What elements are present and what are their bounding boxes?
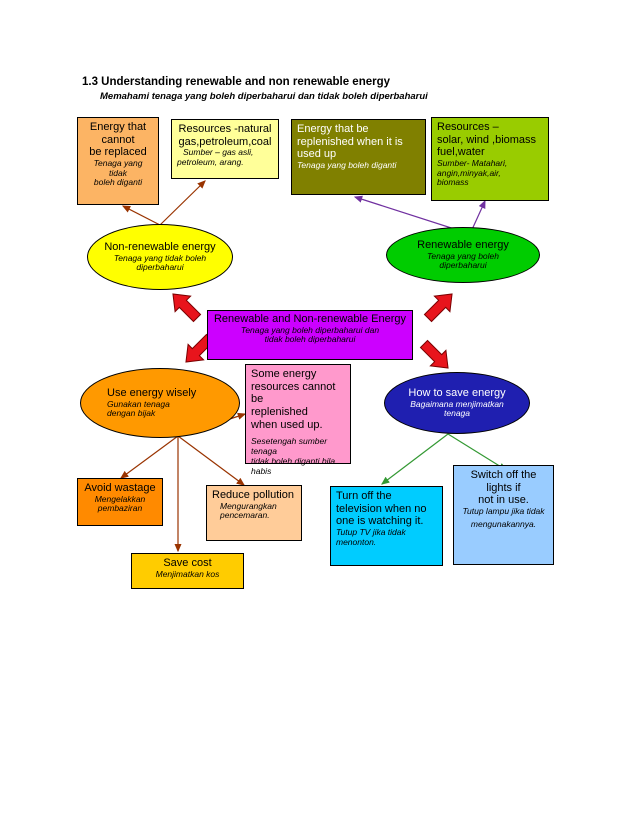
label-ms-2: mengunakannya.	[470, 518, 537, 529]
label-en: Save cost	[163, 557, 212, 569]
label-ms-2: pembaziran	[97, 503, 143, 514]
box-resources-renewable: Resources – solar, wind ,biomass fuel,wa…	[431, 117, 549, 201]
label-ms-2: diperbaharui	[439, 260, 487, 271]
label-en-2: lights if	[486, 481, 521, 494]
red-arrow-upleft	[172, 293, 202, 323]
label-ms-1: Tutup TV jika tidak	[336, 526, 406, 537]
label-en-1: Energy that	[89, 121, 147, 133]
label-ms-1: Gunakan tenaga	[107, 398, 170, 409]
label-en-1: Resources -natural	[178, 123, 272, 135]
box-some-energy: Some energy resources cannot be replenis…	[245, 364, 351, 475]
label-en: Use energy wisely	[107, 386, 197, 399]
label-ms-2: petroleum, arang.	[177, 157, 244, 168]
label-ms-2: tidak boleh diperbaharui	[264, 334, 356, 345]
label-ms-1: Mengurangkan	[220, 500, 277, 511]
ellipse-non-renewable: Non-renewable energy Tenaga yang tidak b…	[87, 224, 233, 290]
label-ms-1: Sumber- Matahari,	[437, 157, 508, 168]
label-en-1: Switch off the	[470, 469, 537, 481]
connector-howsave-to-switch	[447, 433, 508, 471]
connector-nonrenew-to-resources	[159, 180, 206, 226]
label-ms-2: menonton.	[336, 536, 377, 547]
label-ms-1: Sumber – gas asli,	[183, 147, 254, 158]
label-en-2: cannot	[101, 133, 135, 146]
label-en: How to save energy	[408, 386, 506, 399]
box-reduce-pollution: Reduce pollution Mengurangkan pencemaran…	[206, 485, 302, 541]
label-ms-1: Tenaga yang tidak boleh	[113, 252, 207, 263]
connector-howsave-to-tv	[381, 433, 449, 485]
label-en: Renewable and Non-renewable Energy	[213, 313, 406, 325]
label-en: Non-renewable energy	[104, 240, 216, 253]
label-en-2: replenished when it is	[297, 135, 403, 148]
label-ms-2: tidak	[109, 167, 127, 178]
label-en-2: resources cannot be	[251, 380, 336, 406]
label-en-1: Some energy	[251, 368, 317, 380]
label-ms-1: Sesetengah sumber tenaga	[251, 436, 328, 456]
box-center-topic: Renewable and Non-renewable Energy Tenag…	[207, 310, 413, 360]
label-ms-1: Tutup lampu jika tidak	[462, 505, 545, 516]
label-ms-1: Bagaimana menjimatkan	[410, 398, 504, 409]
red-arrow-downleft	[185, 333, 215, 363]
box-switch-off-lights: Switch off the lights if not in use. Tut…	[453, 465, 554, 565]
label-ms-1: Tenaga yang boleh diperbaharui dan	[240, 324, 380, 335]
connector-wisely-to-reduce	[177, 435, 245, 486]
label-en: Reduce pollution	[212, 489, 294, 501]
box-turn-off-tv: Turn off the television when no one is w…	[330, 486, 443, 566]
label-en-1: Turn off the	[336, 490, 392, 502]
label-en-3: replenished	[251, 405, 308, 418]
box-save-cost: Save cost Menjimatkan kos	[131, 553, 244, 589]
connector-wisely-to-avoid	[120, 435, 179, 479]
label-en-3: not in use.	[478, 494, 529, 507]
label-en-3: one is watching it.	[336, 515, 424, 528]
label-ms-2: dengan bijak	[107, 408, 156, 419]
label-en-1: Resources –	[437, 121, 499, 133]
label-ms-1: Tenaga yang	[93, 157, 143, 168]
page-subtitle: Memahami tenaga yang boleh diperbaharui …	[100, 91, 428, 102]
label-en: Avoid wastage	[84, 482, 156, 494]
label-en-3: used up	[297, 148, 337, 161]
box-avoid-wastage: Avoid wastage Mengelakkan pembaziran	[77, 478, 163, 526]
label-en-1: Energy that be	[297, 123, 369, 135]
box-energy-cannot-replace: Energy that cannot be replaced Tenaga ya…	[77, 117, 159, 205]
label-en: Renewable energy	[417, 238, 509, 251]
box-resources-natural: Resources -natural gas,petroleum,coal Su…	[171, 119, 279, 179]
label-en-2: gas,petroleum,coal	[178, 135, 272, 148]
ellipse-use-energy-wisely: Use energy wisely Gunakan tenaga dengan …	[80, 368, 240, 438]
label-ms-2: angin,minyak,air,	[437, 167, 501, 178]
label-ms-2: diperbaharui	[136, 262, 184, 273]
label-ms-2: pencemaran.	[220, 510, 270, 521]
page-title: 1.3 Understanding renewable and non rene…	[82, 76, 391, 88]
connector-nonrenew-to-cannot-replace	[121, 205, 161, 226]
ellipse-how-to-save-energy: How to save energy Bagaimana menjimatkan…	[384, 372, 530, 434]
label-ms-3: boleh diganti	[93, 177, 143, 188]
label-ms: Menjimatkan kos	[155, 568, 220, 579]
label-ms-2: tenaga	[444, 408, 470, 419]
label-ms-2: tidak boleh diganti bila habis	[251, 455, 336, 476]
label-ms-1: Tenaga yang boleh	[426, 250, 499, 261]
red-arrow-downright	[419, 339, 449, 369]
red-arrow-upright	[423, 293, 453, 323]
label-en-4: when used up.	[251, 418, 323, 431]
label-en-2: television when no	[336, 502, 427, 515]
label-en-3: be replaced	[89, 146, 147, 159]
label-en-2: solar, wind ,biomass	[437, 133, 537, 146]
label-ms-3: biomass	[437, 177, 469, 188]
ellipse-renewable: Renewable energy Tenaga yang boleh diper…	[386, 227, 540, 283]
label-en-3: fuel,water	[437, 146, 485, 159]
label-ms-1: Tenaga yang boleh diganti	[297, 159, 397, 170]
label-ms-1: Mengelakkan	[94, 493, 146, 504]
box-energy-replenished: Energy that be replenished when it is us…	[291, 119, 426, 195]
